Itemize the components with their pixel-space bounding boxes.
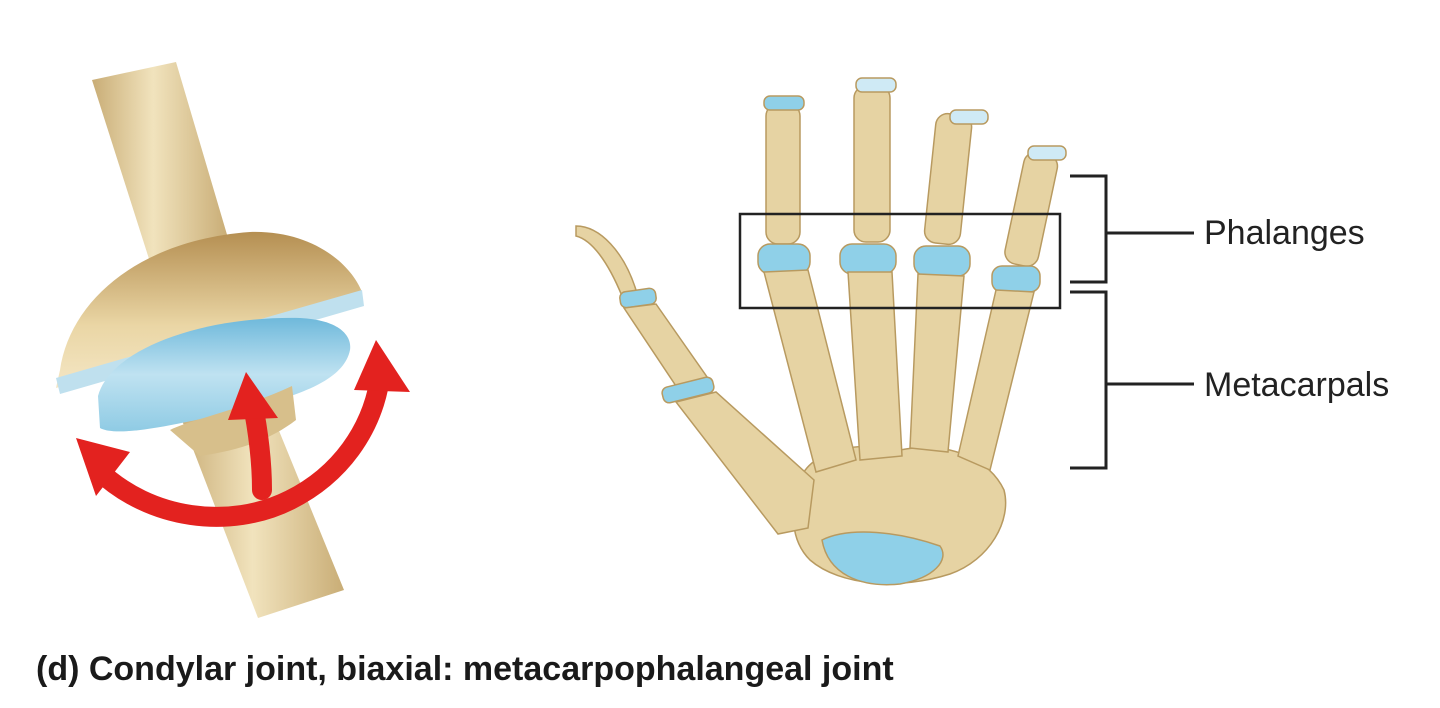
condylar-joint-model	[56, 62, 410, 618]
carpal-cartilage	[821, 531, 944, 586]
little-middle-phalanx	[1004, 151, 1059, 268]
upper-articular-cap	[56, 231, 362, 388]
metacarpals-label: Metacarpals	[1204, 366, 1390, 404]
little-tip-cartilage	[1027, 145, 1067, 161]
middle-tip-cartilage	[855, 77, 897, 93]
upper-bone-shaft	[92, 62, 228, 262]
middle-metacarpal	[847, 271, 903, 461]
middle-middle-phalanx	[853, 85, 891, 243]
arc-arrow-path	[88, 368, 390, 527]
index-middle-phalanx	[765, 103, 801, 245]
middle-mcp-cartilage	[839, 243, 897, 275]
arrowhead-up	[228, 372, 278, 420]
thumb-metacarpal	[674, 391, 815, 535]
condyle-cartilage	[98, 317, 351, 432]
mcp-joints-highlight-box	[738, 212, 1062, 310]
ring-middle-phalanx	[923, 112, 973, 246]
metacarpals-bracket	[1070, 290, 1108, 470]
ring-mcp-cartilage	[913, 245, 971, 277]
index-mcp-cartilage	[757, 243, 811, 275]
index-tip-cartilage	[763, 95, 805, 111]
index-metacarpal	[763, 269, 857, 473]
ring-metacarpal	[909, 273, 965, 453]
figure-caption: (d) Condylar joint, biaxial: metacarpoph…	[36, 650, 894, 688]
phalanges-bracket	[1070, 174, 1108, 284]
arrowhead-right	[354, 340, 410, 392]
thumb-distal-phalanx	[575, 225, 637, 297]
little-mcp-cartilage	[991, 265, 1041, 293]
phalanges-label: Phalanges	[1204, 214, 1365, 252]
ring-tip-cartilage	[949, 109, 989, 125]
arrowhead-left	[76, 438, 130, 496]
hand-skeleton	[575, 77, 1067, 586]
label-brackets	[1070, 174, 1194, 470]
little-metacarpal	[957, 289, 1035, 472]
